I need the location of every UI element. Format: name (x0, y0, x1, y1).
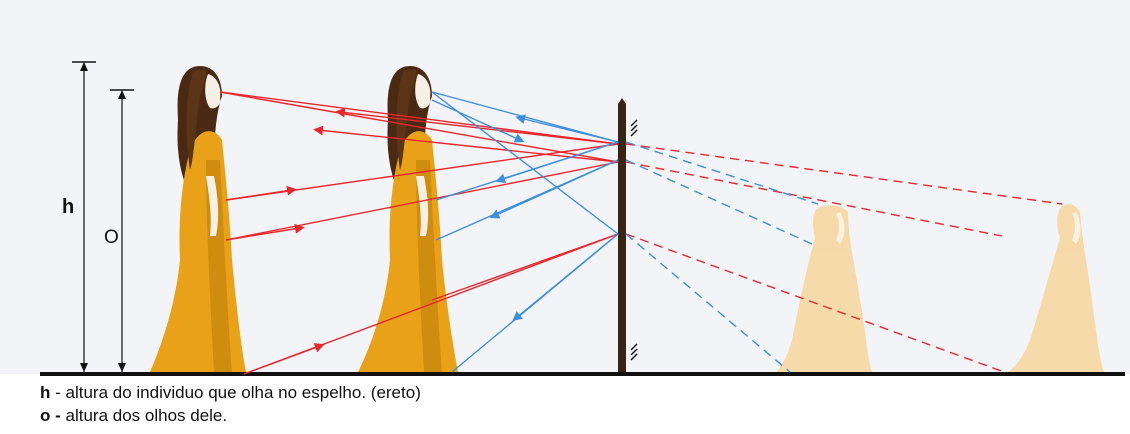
virtual-image-near (776, 205, 872, 372)
woman-figure-left (150, 66, 246, 372)
label-h: h (62, 196, 74, 218)
legend-h: h - altura do individuo que olha no espe… (40, 383, 421, 403)
mirror (618, 98, 638, 372)
legend-o-text: altura dos olhos dele. (60, 406, 228, 425)
blue-rays (431, 91, 619, 373)
label-o: O (104, 227, 119, 248)
height-dimension-o (110, 89, 134, 372)
blue-rays-virtual (625, 141, 819, 373)
woman-figure-center (358, 66, 458, 372)
red-rays-virtual (625, 143, 1063, 373)
legend-h-text: - altura do individuo que olha no espelh… (50, 383, 421, 402)
red-rays (219, 91, 619, 375)
legend-o: o - altura dos olhos dele. (40, 406, 227, 426)
height-dimension-h (72, 61, 96, 372)
legend-o-key: o - (40, 406, 61, 425)
virtual-image-far (1008, 204, 1104, 372)
legend-h-key: h (40, 383, 51, 402)
